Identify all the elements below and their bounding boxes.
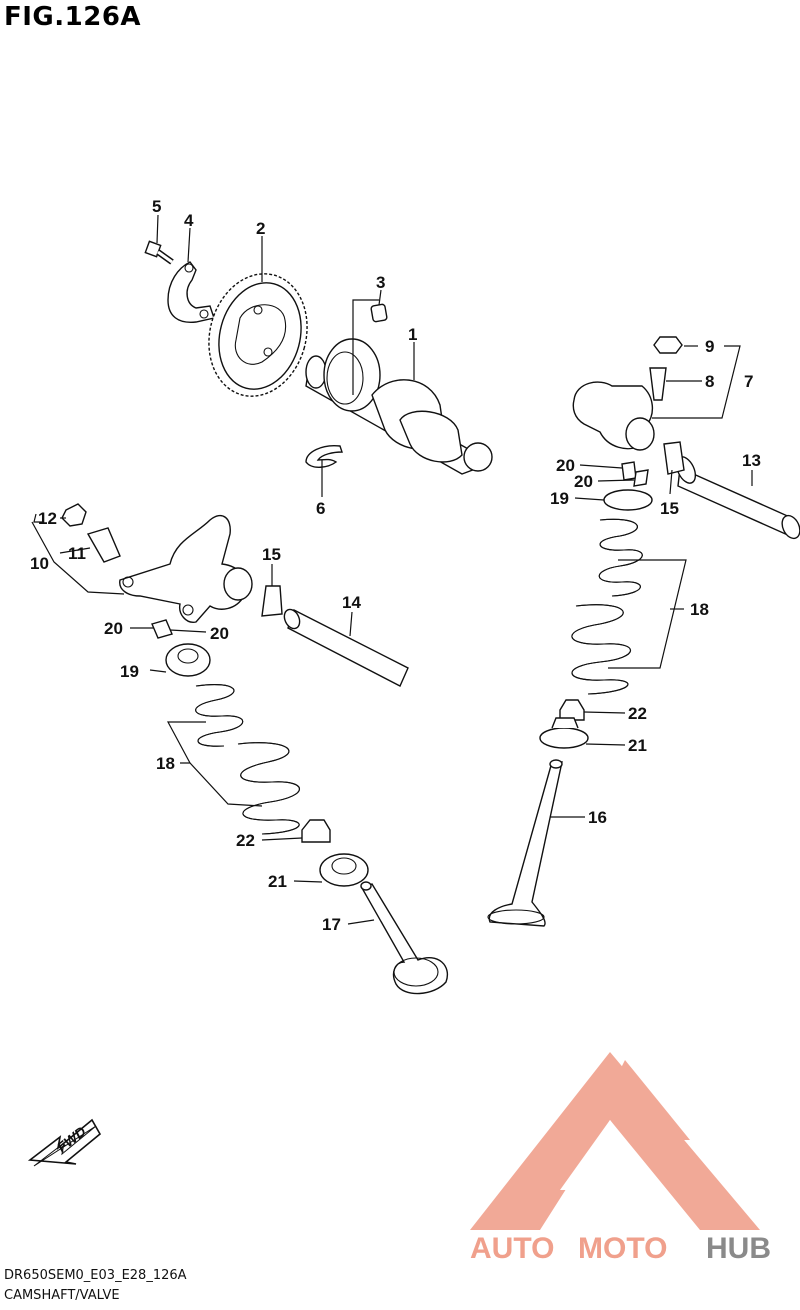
- part-label-19-left: 19: [120, 662, 139, 681]
- stem-seal-part-22-right: [559, 699, 585, 721]
- valve-part-17: [360, 881, 449, 995]
- retainer-part-19-right: [603, 489, 653, 511]
- part-label-12: 12: [38, 509, 57, 528]
- part-label-17: 17: [322, 915, 341, 934]
- part-label-14: 14: [342, 593, 361, 612]
- watermark-m-stroke: [610, 1060, 690, 1140]
- part-label-21-right: 21: [628, 736, 647, 755]
- valve-part-16: [487, 759, 563, 927]
- part-label-20-right-bottom: 20: [574, 472, 593, 491]
- stem-seal-part-22-left: [301, 819, 331, 843]
- cotter-part-20-left-a: [151, 619, 173, 639]
- cotter-part-20-right-b: [633, 469, 649, 487]
- rocker-arm-right-part-7: [572, 336, 683, 451]
- retainer-part-19-left: [165, 643, 211, 677]
- part-label-8: 8: [705, 372, 714, 391]
- part-label-19-right: 19: [550, 489, 569, 508]
- part-label-3: 3: [376, 273, 385, 292]
- valve-springs-right-part-18: [571, 518, 643, 695]
- watermark-inner: [560, 1120, 660, 1190]
- part-label-22-left: 22: [236, 831, 255, 850]
- watermark-triangle: [470, 1052, 760, 1230]
- footer-diagram-code: DR650SEM0_E03_E28_126A: [4, 1268, 187, 1283]
- camshaft-part-1: [305, 338, 493, 475]
- lock-plate-part-4: [167, 261, 215, 323]
- watermark-logo: [470, 1052, 760, 1230]
- shim-part-15-left: [261, 585, 283, 617]
- part-label-9: 9: [705, 337, 714, 356]
- dowel-pin-part-3: [370, 303, 388, 323]
- part-label-6: 6: [316, 499, 325, 518]
- cotter-part-20-right-a: [621, 461, 637, 481]
- watermark-text-hub: HUB: [706, 1232, 771, 1265]
- part-label-5: 5: [152, 197, 161, 216]
- part-label-15-right: 15: [660, 499, 679, 518]
- leader-lines: [31, 214, 753, 925]
- part-label-15-left: 15: [262, 545, 281, 564]
- watermark-text-auto: AUTO: [470, 1232, 554, 1265]
- shim-part-15-right: [663, 441, 685, 475]
- part-label-7: 7: [744, 372, 753, 391]
- part-label-20-left-a: 20: [104, 619, 123, 638]
- part-label-4: 4: [184, 211, 194, 230]
- nut-part-12: [61, 503, 87, 527]
- part-label-13: 13: [742, 451, 761, 470]
- watermark-text-moto: MOTO: [578, 1232, 667, 1265]
- part-label-10: 10: [30, 554, 49, 573]
- part-label-21-left: 21: [268, 872, 287, 891]
- rocker-arm-left-part-10: [119, 515, 253, 623]
- part-label-22-right: 22: [628, 704, 647, 723]
- part-label-2: 2: [256, 219, 265, 238]
- part-label-18-right: 18: [690, 600, 709, 619]
- cam-sprocket-part-2: [208, 273, 308, 397]
- footer-diagram-name: CAMSHAFT/VALVE: [4, 1288, 120, 1303]
- rocker-shaft-right-part-13: [675, 456, 800, 540]
- part-label-20-right-top: 20: [556, 456, 575, 475]
- spring-seat-part-21-left: [319, 853, 369, 887]
- valve-springs-left-part-18: [195, 684, 301, 835]
- part-label-11: 11: [68, 544, 86, 563]
- rocker-shaft-left-part-14: [283, 608, 409, 687]
- clip-part-6: [305, 445, 343, 468]
- part-label-18-left: 18: [156, 754, 175, 773]
- figure-title: FIG.126A: [4, 2, 142, 32]
- spring-seat-part-21-right: [539, 717, 589, 749]
- adjuster-screw-part-11: [86, 527, 121, 563]
- part-label-20-left-b: 20: [210, 624, 229, 643]
- fwd-arrow-icon: [27, 1118, 102, 1167]
- bolt-part-5: [144, 240, 174, 265]
- part-label-1: 1: [408, 325, 417, 344]
- part-label-16: 16: [588, 808, 607, 827]
